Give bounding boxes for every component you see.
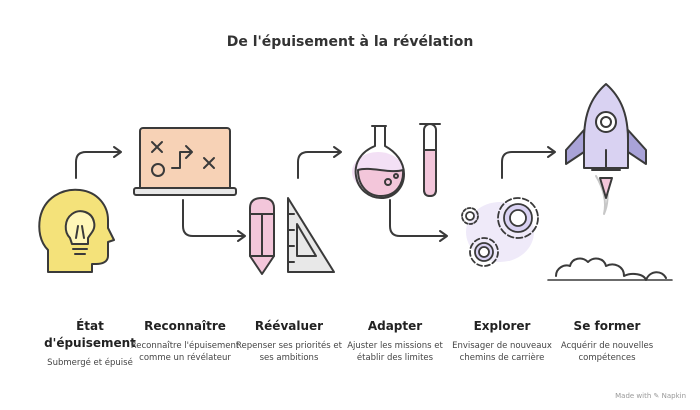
step-etat-epuisement: État d'épuisement Submergé et épuisé	[35, 318, 145, 370]
step-reevaluer: Réévaluer Repenser ses priorités et ses …	[234, 318, 344, 364]
step-explorer: Explorer Envisager de nouveaux chemins d…	[447, 318, 557, 364]
flask-test-tube-icon	[352, 123, 441, 199]
rocket-icon	[547, 83, 673, 281]
step-description: Reconnaître l'épuisement comme un révéla…	[130, 341, 240, 363]
step-title: Adapter	[367, 319, 423, 333]
strategy-board-icon	[133, 127, 237, 196]
flow-arrowhead	[237, 230, 246, 242]
flow-arrowhead	[439, 230, 448, 242]
flow-arrowhead	[547, 146, 556, 158]
step-reconnaitre: Reconnaître Reconnaître l'épuisement com…	[130, 318, 240, 364]
step-description: Repenser ses priorités et ses ambitions	[236, 341, 342, 363]
step-title: État d'épuisement	[44, 319, 136, 350]
flow-arrow	[182, 199, 245, 237]
step-title: Se former	[573, 319, 641, 333]
flow-arrowhead	[113, 146, 122, 158]
flow-arrow	[297, 151, 341, 179]
step-adapter: Adapter Ajuster les missions et établir …	[340, 318, 450, 364]
gears-icon	[461, 197, 539, 267]
pencil-ruler-icon	[249, 197, 335, 275]
napkin-credit: Made with ✎ Napkin	[615, 392, 686, 400]
flow-arrow	[75, 151, 121, 179]
diagram-title: De l'épuisement à la révélation	[226, 34, 474, 50]
step-title: Reconnaître	[144, 319, 226, 333]
step-description: Acquérir de nouvelles compétences	[560, 341, 654, 363]
step-description: Ajuster les missions et établir des limi…	[347, 341, 443, 363]
step-se-former: Se former Acquérir de nouvelles compéten…	[552, 318, 662, 364]
step-title: Réévaluer	[254, 319, 324, 333]
step-description: Envisager de nouveaux chemins de carrièr…	[452, 341, 552, 363]
head-lightbulb-icon	[38, 188, 115, 273]
step-title: Explorer	[473, 319, 531, 333]
step-description: Submergé et épuisé	[47, 358, 133, 368]
flow-arrow	[389, 199, 447, 237]
flow-arrowhead	[333, 146, 342, 158]
flow-arrow	[501, 151, 555, 179]
